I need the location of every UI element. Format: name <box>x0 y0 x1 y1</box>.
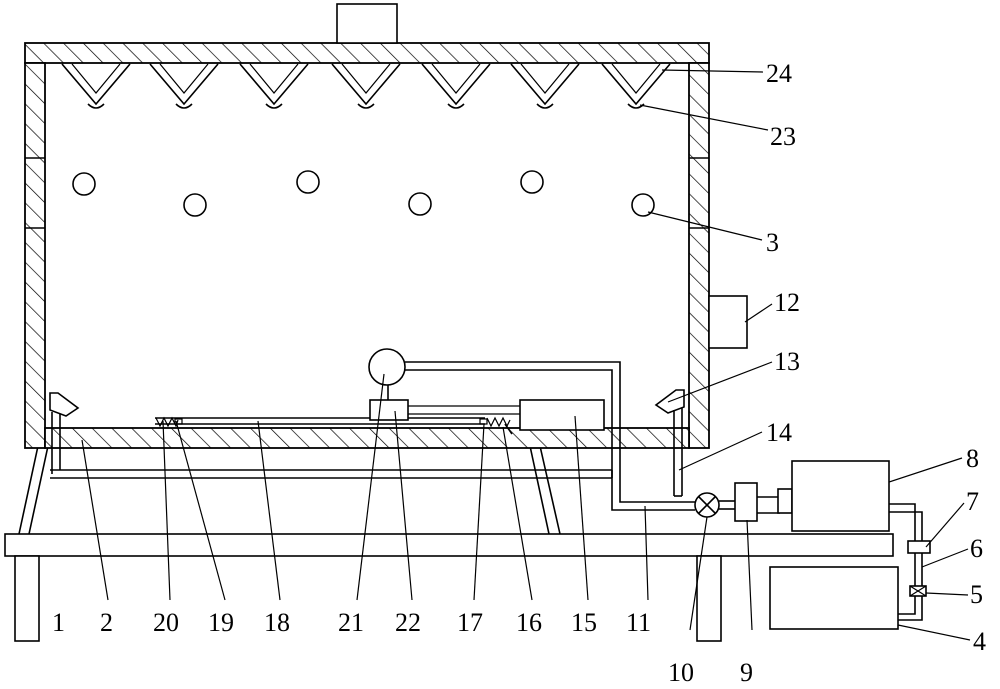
leader-lines <box>81 69 971 641</box>
delivery-pipe <box>405 361 695 511</box>
side-box <box>708 295 748 349</box>
pump-connector <box>719 482 793 522</box>
rotating-head <box>368 348 406 386</box>
water-tank <box>769 566 899 630</box>
circular-elements <box>72 170 655 217</box>
label-3: 3 <box>766 228 779 257</box>
label-22: 22 <box>395 608 421 637</box>
label-13: 13 <box>774 347 800 376</box>
label-8: 8 <box>966 444 979 473</box>
nozzle <box>510 63 580 109</box>
bottom-pipe <box>50 469 613 479</box>
valve <box>694 492 720 518</box>
pump <box>791 460 890 532</box>
label-24: 24 <box>766 59 792 88</box>
support-legs <box>18 445 561 535</box>
nozzle <box>149 63 219 109</box>
label-6: 6 <box>970 534 983 563</box>
spray-nozzles <box>61 63 671 109</box>
floor-plate <box>44 427 690 449</box>
label-9: 9 <box>740 658 753 687</box>
left-corner-nozzle <box>49 392 80 474</box>
base-table <box>4 533 894 642</box>
nozzle <box>61 63 131 109</box>
label-16: 16 <box>516 608 542 637</box>
label-1: 1 <box>52 608 65 637</box>
label-19: 19 <box>208 608 234 637</box>
label-2: 2 <box>100 608 113 637</box>
label-20: 20 <box>153 608 179 637</box>
nozzle <box>331 63 401 109</box>
label-12: 12 <box>774 288 800 317</box>
label-7: 7 <box>966 487 979 516</box>
label-5: 5 <box>970 580 983 609</box>
supply-pipe <box>889 503 931 621</box>
chamber-housing <box>24 3 710 449</box>
label-17: 17 <box>457 608 483 637</box>
label-10: 10 <box>668 658 694 687</box>
label-21: 21 <box>338 608 364 637</box>
carriage <box>369 383 520 421</box>
drive-motor <box>519 399 605 431</box>
nozzle <box>601 63 671 109</box>
label-11: 11 <box>626 608 651 637</box>
nozzle <box>421 63 491 109</box>
label-18: 18 <box>264 608 290 637</box>
label-14: 14 <box>766 418 792 447</box>
label-4: 4 <box>973 627 986 656</box>
part-labels: 24 23 3 12 13 14 8 7 6 5 4 1 2 20 19 18 … <box>52 59 986 687</box>
label-15: 15 <box>571 608 597 637</box>
nozzle <box>239 63 309 109</box>
label-23: 23 <box>770 122 796 151</box>
